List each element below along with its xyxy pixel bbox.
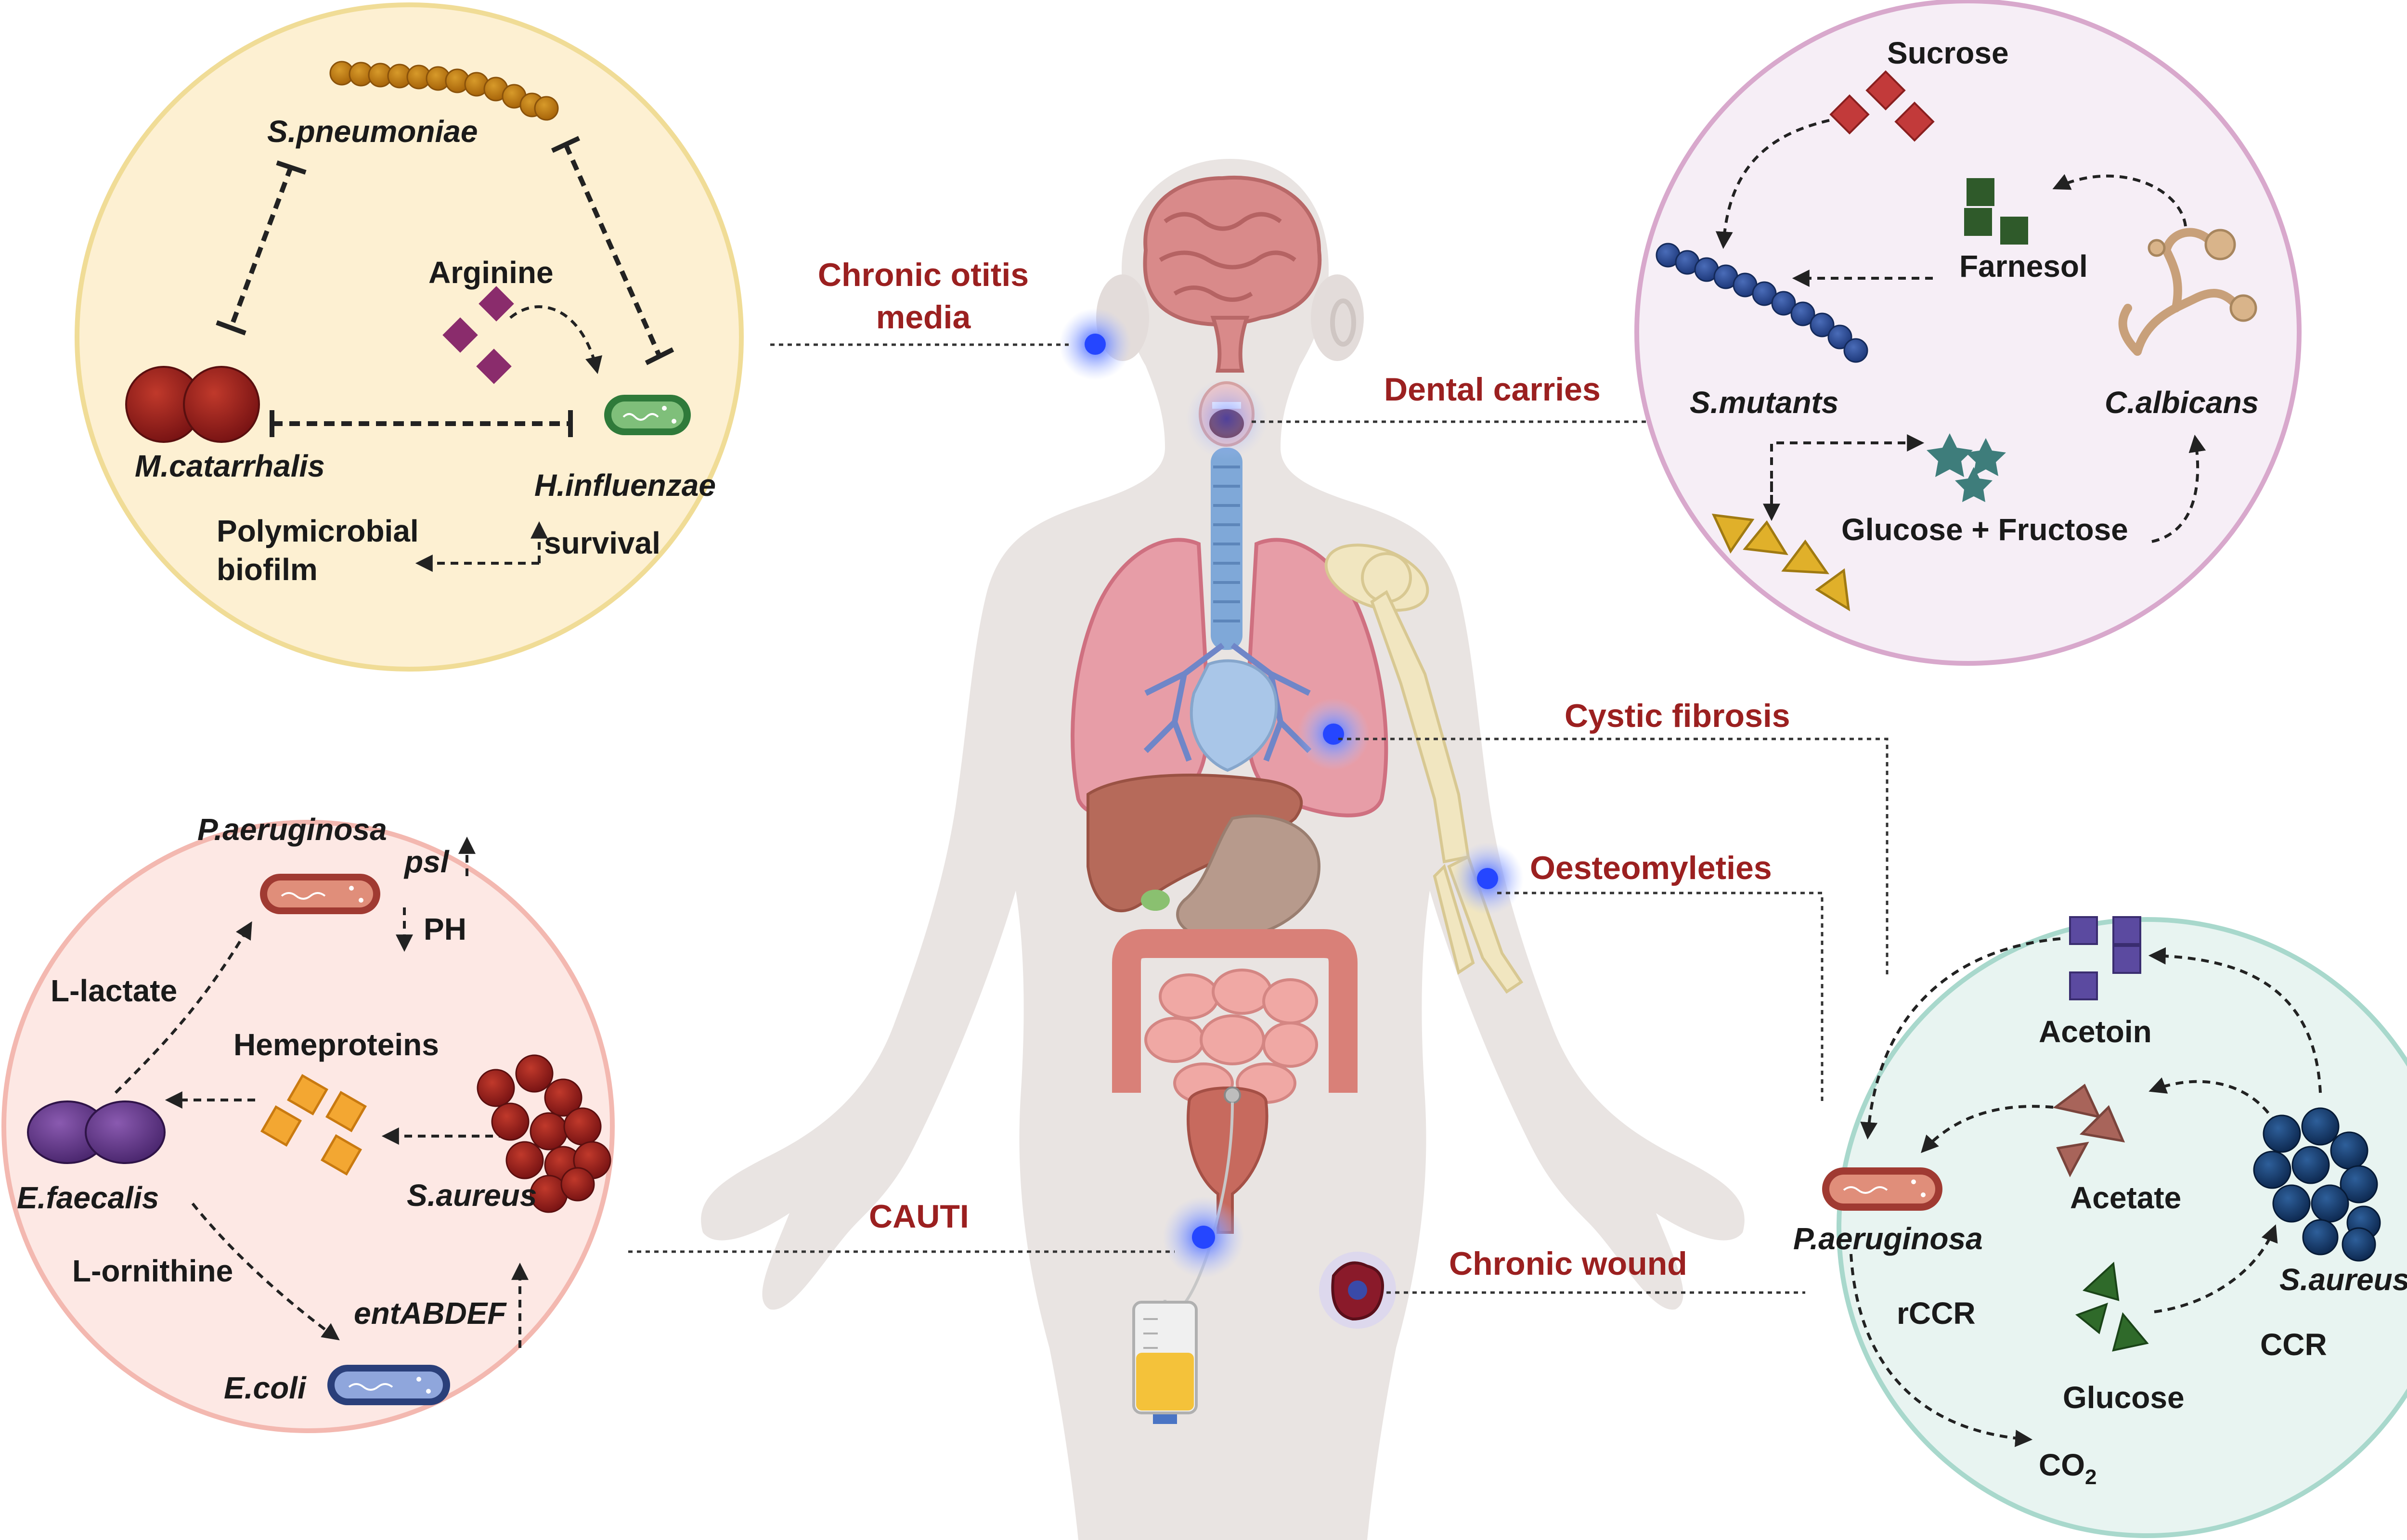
glucose-label: Glucose xyxy=(2063,1380,2185,1415)
sucrose-label: Sucrose xyxy=(1887,36,2009,70)
s-pneumoniae-chain-icon xyxy=(329,61,559,121)
acetate-molecules-icon xyxy=(2053,1084,2125,1178)
p-aeruginosa-label-wound: P.aeruginosa xyxy=(1793,1221,1983,1256)
ent-label: entABDEF xyxy=(354,1296,507,1331)
m-catarrhalis-icon xyxy=(125,366,260,443)
biofilm-label: biofilm xyxy=(217,552,318,587)
label-chronic-wound: Chronic wound xyxy=(1449,1245,1687,1282)
large-intestine xyxy=(1112,929,1358,1093)
liver xyxy=(1087,774,1303,912)
mouth-site-glow xyxy=(1186,378,1268,460)
psl-label: psl xyxy=(403,844,450,879)
survival-label: survival xyxy=(544,526,660,560)
s-aureus-label-cauti: S.aureus xyxy=(407,1178,537,1213)
p-aeruginosa-icon-cauti xyxy=(260,874,380,914)
hemeprotein-molecules-icon xyxy=(260,1074,367,1176)
label-cystic-fibrosis: Cystic fibrosis xyxy=(1565,698,1790,734)
s-mutants-label: S.mutants xyxy=(1690,385,1838,420)
heart xyxy=(1190,659,1278,772)
triangle-molecules-icon xyxy=(1711,513,1851,611)
ph-label: PH xyxy=(424,912,466,946)
glucose-molecules-icon xyxy=(2075,1261,2149,1352)
s-aureus-cluster-icon-wound xyxy=(2253,1107,2381,1262)
co2-label: CO2 xyxy=(2039,1448,2096,1489)
l-lactate-label: L-lactate xyxy=(51,973,177,1008)
farnesol-molecules-icon xyxy=(1964,178,2028,245)
e-coli-icon xyxy=(327,1365,450,1405)
human-body-figure xyxy=(701,159,1745,1540)
arginine-label: Arginine xyxy=(428,255,554,290)
m-catarrhalis-label: M.catarrhalis xyxy=(135,449,325,483)
cauti-panel: P.aeruginosa psl PH L-lactate Hemeprotei… xyxy=(1,812,615,1433)
h-influenzae-icon xyxy=(604,395,691,435)
s-aureus-label-wound: S.aureus xyxy=(2279,1262,2407,1297)
polymicrobial-label: Polymicrobial xyxy=(217,514,419,548)
label-dental-carries: Dental carries xyxy=(1384,371,1601,408)
dental-panel: Sucrose Farnesol S.mutants xyxy=(1634,0,2302,666)
ccr-label: CCR xyxy=(2260,1327,2327,1362)
e-faecalis-label: E.faecalis xyxy=(17,1180,159,1215)
label-chronic-otitis: Chronic otitis xyxy=(818,257,1029,293)
glucose-fructose-label: Glucose + Fructose xyxy=(1841,512,2128,547)
c-albicans-icon xyxy=(2118,228,2243,356)
e-faecalis-icon xyxy=(27,1100,166,1164)
arginine-molecules-icon xyxy=(442,286,514,384)
glucose-fructose-molecules-icon xyxy=(1927,433,2006,502)
trachea xyxy=(1211,448,1242,650)
farnesol-label: Farnesol xyxy=(1959,249,2088,284)
acetate-label: Acetate xyxy=(2070,1180,2181,1215)
s-pneumoniae-label: S.pneumoniae xyxy=(267,114,478,149)
otitis-panel: S.pneumoniae Arginine M.catarrhalis xyxy=(75,2,744,672)
acetoin-label: Acetoin xyxy=(2039,1014,2152,1049)
l-ornithine-label: L-ornithine xyxy=(72,1254,233,1288)
c-albicans-label: C.albicans xyxy=(2105,385,2259,420)
s-mutants-chain-icon xyxy=(1656,243,1868,363)
label-cauti: CAUTI xyxy=(869,1198,969,1235)
hemeproteins-label: Hemeproteins xyxy=(233,1027,439,1062)
e-coli-label: E.coli xyxy=(224,1371,307,1405)
acetoin-molecules-icon xyxy=(2069,916,2141,1000)
brain xyxy=(1143,175,1322,326)
p-aeruginosa-label-cauti: P.aeruginosa xyxy=(197,812,387,847)
sucrose-molecules-icon xyxy=(1829,70,1935,142)
connector-lines xyxy=(628,343,1889,1294)
label-media: media xyxy=(876,299,971,336)
p-aeruginosa-icon-wound xyxy=(1822,1167,1942,1211)
s-aureus-cluster-icon-cauti xyxy=(477,1054,611,1213)
chronic-wound-panel: Acetoin Acetate P.aeruginosa S.aureus rC… xyxy=(1793,916,2407,1538)
rccr-label: rCCR xyxy=(1897,1296,1976,1331)
infection-sites xyxy=(1059,308,1524,1329)
label-oesteomyleties: Oesteomyleties xyxy=(1530,850,1772,886)
urine-bag xyxy=(1132,1301,1198,1424)
h-influenzae-label: H.influenzae xyxy=(534,468,716,503)
